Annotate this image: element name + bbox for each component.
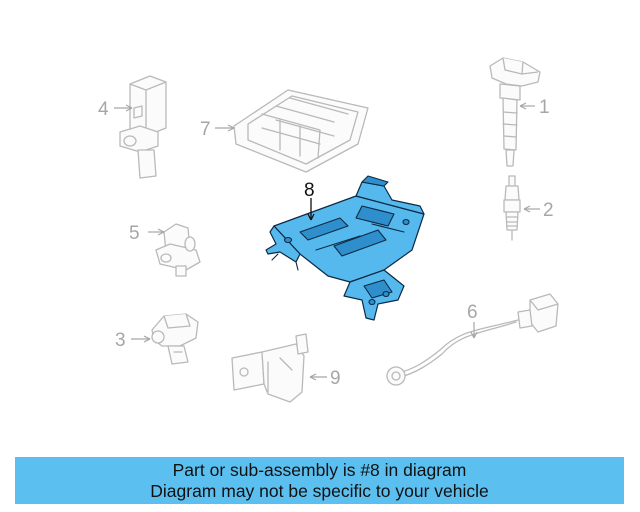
callout-5: 5 bbox=[129, 223, 165, 244]
svg-text:6: 6 bbox=[467, 302, 478, 323]
part-3-sensor bbox=[151, 313, 199, 365]
callout-9: 9 bbox=[309, 368, 341, 389]
parts-diagram: 1 2 3 4 bbox=[98, 57, 559, 403]
svg-text:4: 4 bbox=[98, 99, 109, 120]
svg-text:3: 3 bbox=[115, 330, 126, 351]
info-banner: Part or sub-assembly is #8 in diagram Di… bbox=[15, 457, 624, 504]
svg-text:9: 9 bbox=[330, 368, 341, 389]
svg-text:5: 5 bbox=[129, 223, 140, 244]
part-9-bracket bbox=[231, 333, 309, 403]
callout-1: 1 bbox=[519, 97, 550, 118]
svg-text:2: 2 bbox=[543, 200, 554, 221]
callout-7: 7 bbox=[200, 119, 235, 140]
part-4-sensor bbox=[119, 75, 167, 179]
part-7-control-module bbox=[233, 89, 369, 173]
part-1-ignition-coil bbox=[489, 57, 541, 167]
svg-text:8: 8 bbox=[304, 180, 315, 201]
banner-line-part: Part or sub-assembly is #8 in diagram bbox=[172, 459, 467, 480]
svg-text:1: 1 bbox=[539, 97, 550, 118]
svg-text:7: 7 bbox=[200, 119, 211, 140]
part-2-spark-plug bbox=[503, 175, 521, 241]
part-6-knock-sensor bbox=[386, 293, 559, 386]
callout-3: 3 bbox=[115, 330, 151, 351]
part-5-sensor bbox=[155, 223, 201, 277]
callout-8: 8 bbox=[304, 180, 315, 221]
callout-4: 4 bbox=[98, 99, 133, 120]
callout-2: 2 bbox=[523, 200, 554, 221]
callout-6: 6 bbox=[467, 302, 478, 339]
part-8-mounting-tray bbox=[265, 175, 425, 321]
banner-line-disclaimer: Diagram may not be specific to your vehi… bbox=[150, 480, 489, 501]
